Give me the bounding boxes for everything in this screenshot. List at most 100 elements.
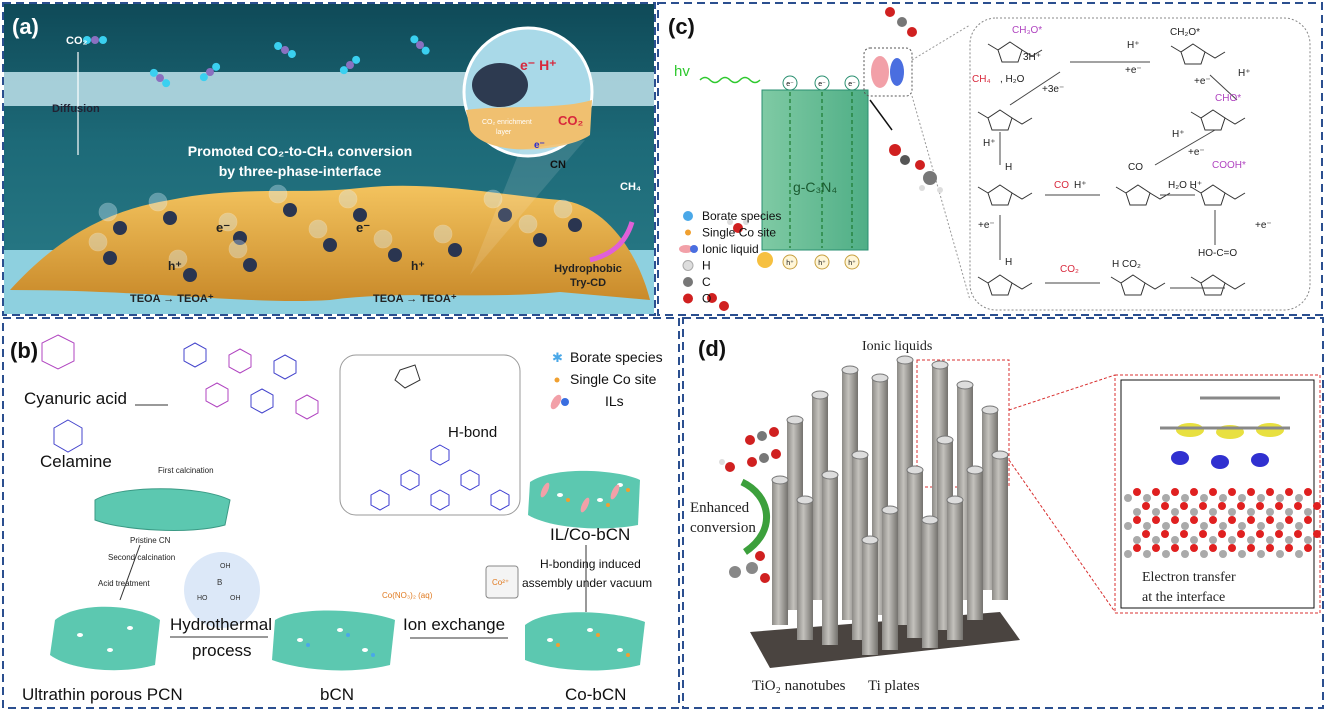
ring (205, 382, 229, 408)
oxygen-atom (287, 50, 296, 58)
ti-atom (1133, 536, 1141, 544)
site-dot (596, 633, 600, 637)
ti-atom (1266, 536, 1274, 544)
panel-label-c: (c) (668, 14, 695, 39)
step-ch4: CH₄ (972, 74, 991, 85)
site-dot (346, 633, 350, 637)
nanotube-opening (821, 470, 839, 480)
try-cd-particles (88, 184, 582, 282)
try-cd-particle (113, 221, 127, 235)
ti-atom (1228, 536, 1236, 544)
imidazolium-ring (1200, 109, 1226, 131)
co2-molecule (199, 62, 221, 82)
oxygen-atom (421, 46, 430, 55)
bcn-label: bCN (320, 685, 354, 704)
o-atom (1313, 530, 1321, 538)
ti-atom (1295, 550, 1303, 558)
o-atom (1266, 488, 1274, 496)
step-co2: CO₂ (1060, 264, 1079, 275)
species-h-co2: H CO₂ (1112, 259, 1141, 270)
try-cd-particle (353, 208, 367, 222)
co2-bubble (308, 219, 328, 239)
anion-icon (690, 245, 698, 253)
panel-d-frame (682, 317, 1324, 709)
hole-icon (814, 254, 830, 270)
ti-atom (1171, 508, 1179, 516)
ti-atom (1257, 522, 1265, 530)
try-cd-particle (323, 238, 337, 252)
ring (228, 348, 252, 374)
ti-atom (1257, 550, 1265, 558)
ti-atom (1143, 550, 1151, 558)
charge-density (1171, 451, 1189, 465)
legend-icon-star (683, 211, 693, 221)
ti-atom (1181, 522, 1189, 530)
oxygen-atom (212, 62, 221, 71)
o-atom (1133, 544, 1141, 552)
ti-atom (1285, 536, 1293, 544)
boric-ho: HO (197, 595, 208, 602)
o-atom (1209, 516, 1217, 524)
o-atom (1161, 502, 1169, 510)
acid-treatment-label: Acid treatment (98, 579, 150, 588)
ti-atom (1133, 508, 1141, 516)
co2-bubble (88, 232, 108, 252)
ti-atom (1209, 536, 1217, 544)
il-co-bcn-sheet (528, 470, 640, 529)
carbon-atom (206, 68, 214, 76)
electron-label-1: e⁻ (216, 220, 230, 235)
pristine-cn-label: Pristine CN (130, 536, 171, 545)
molecules-d (719, 427, 781, 583)
site-dot (566, 498, 570, 502)
panel-c-frame (657, 2, 1323, 316)
alkyl-chain (977, 111, 1033, 125)
oxygen-atom (83, 36, 91, 44)
legend-icon-h (682, 260, 694, 271)
step-mid-h: H⁺ (1172, 129, 1185, 140)
pore (557, 493, 563, 497)
ti-atom (1200, 522, 1208, 530)
species-ch3o: CH₃O* (1012, 25, 1042, 36)
o-atom (1256, 530, 1264, 538)
imidazolium-ring (394, 364, 421, 389)
imidazolium-ring (1200, 274, 1226, 296)
imidazolium-ring (1200, 184, 1226, 206)
species-hoco: HO‑C=O (1198, 248, 1237, 259)
ti-atom (1247, 536, 1255, 544)
legend-item: Single Co site (702, 226, 776, 240)
cobalt-nitrate-label: Co(NO₃)₂ (aq) (382, 591, 433, 600)
hv-label: hv (674, 63, 690, 80)
co2-molecule (149, 68, 171, 88)
pore (597, 498, 603, 502)
o-atom (1171, 544, 1179, 552)
step-co-h: H⁺ (1074, 180, 1087, 191)
try-cd-particle (243, 258, 257, 272)
co2-bubble (168, 249, 188, 269)
alkyl-chain (977, 276, 1033, 290)
species-ch2o: CH₂O* (1170, 27, 1200, 38)
il-on-sheet (580, 497, 590, 513)
co2-bubble (148, 192, 168, 212)
ti-atom (1162, 494, 1170, 502)
ti-atom (1228, 508, 1236, 516)
oxygen-atom (199, 73, 208, 82)
step-bottom-e: +e⁻ (1255, 220, 1272, 231)
diffusion-label: Diffusion (52, 103, 100, 115)
inset-label-2: at the interface (1142, 590, 1225, 605)
o-atom (1247, 488, 1255, 496)
o-atom (1285, 544, 1293, 552)
supramolecular-complex (183, 342, 319, 420)
step-mid-e: +e⁻ (1188, 147, 1205, 158)
nanotube (967, 470, 983, 620)
ti-atom (1190, 536, 1198, 544)
electron-label-2: e⁻ (356, 220, 370, 235)
co2-molecule (410, 35, 430, 55)
inset-particle (472, 63, 528, 107)
species-cho: CHO* (1215, 93, 1241, 104)
site-dot (371, 653, 375, 657)
pcn-sheet (50, 606, 160, 671)
co-site-icon (554, 377, 560, 383)
o-atom (1228, 544, 1236, 552)
electron-label: e⁻ (786, 81, 794, 88)
